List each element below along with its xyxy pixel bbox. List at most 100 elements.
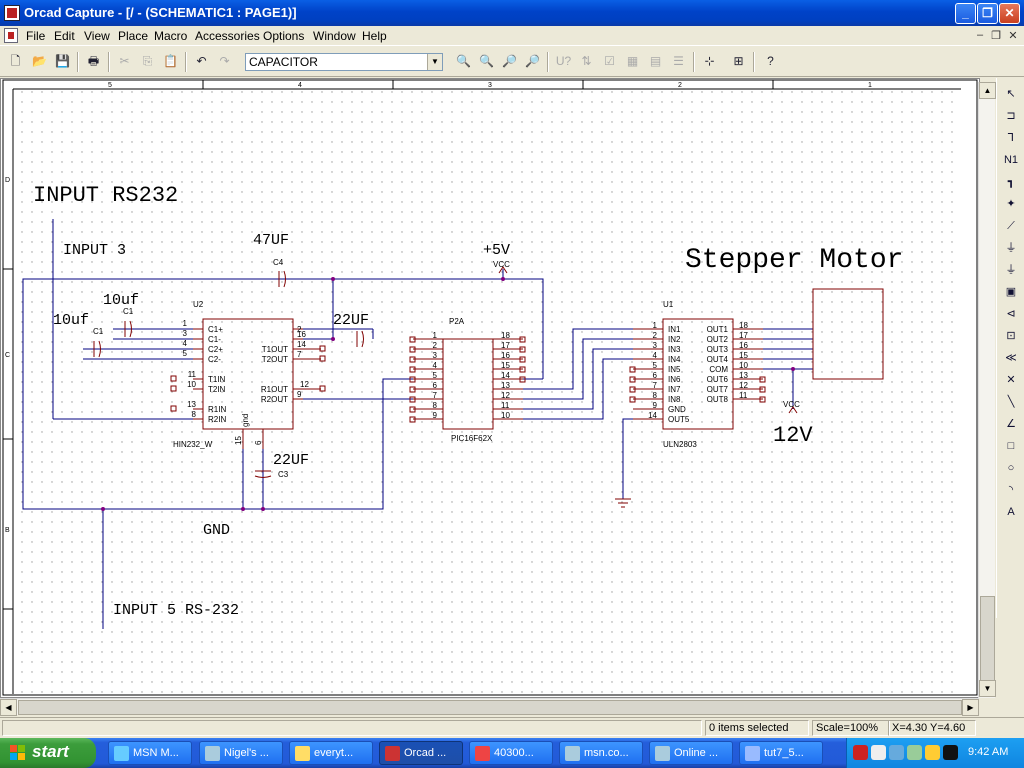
ellipse-icon[interactable]: ○	[1007, 462, 1015, 474]
text-icon[interactable]: A	[1007, 506, 1015, 518]
bom-icon[interactable]: ☰	[673, 54, 684, 68]
p2a-pin-end	[519, 356, 526, 363]
u1-pin-name: OUT7	[707, 385, 729, 394]
arc-icon[interactable]: ◝	[1008, 484, 1014, 496]
zoom-in-icon[interactable]: 🔍	[456, 54, 471, 68]
mdi-minimize-button[interactable]: –	[976, 29, 984, 41]
window-title-bar[interactable]: Orcad Capture - [/ - (SCHEMATIC1 : PAGE1…	[0, 0, 1024, 26]
open-icon[interactable]: 📂	[32, 54, 47, 68]
close-button[interactable]: ✕	[999, 3, 1020, 24]
redo-icon[interactable]: ↷	[219, 54, 230, 68]
task-orcad[interactable]: Orcad ...	[379, 741, 463, 765]
horizontal-scroll-thumb[interactable]	[18, 700, 962, 715]
hierarchical-port-icon[interactable]: ⊲	[1006, 308, 1016, 320]
place-part-icon[interactable]: ⊐	[1006, 110, 1016, 122]
back-annotate-icon[interactable]: ⇅	[581, 54, 592, 68]
u2-pin-num: 6	[254, 440, 263, 445]
task-msn-messenger[interactable]: MSN M...	[108, 741, 192, 765]
place-wire-icon[interactable]: ⅂	[1007, 132, 1015, 144]
chevron-down-icon[interactable]: ▼	[427, 54, 442, 70]
browser-icon	[655, 746, 670, 761]
p2a-pin-num: 4	[433, 361, 438, 370]
menu-place[interactable]: Place	[118, 29, 149, 43]
print-icon[interactable]: 🖶	[87, 54, 100, 68]
new-icon[interactable]: 🗋	[10, 54, 21, 68]
undo-icon[interactable]: ↶	[196, 54, 207, 68]
task-pdf[interactable]: 40300...	[469, 741, 553, 765]
scroll-down-icon[interactable]: ▼	[979, 680, 996, 697]
u1-pin-name: IN4	[668, 355, 681, 364]
polyline-icon[interactable]: ∠	[1006, 418, 1016, 430]
bus-entry-icon[interactable]: ⟋	[1007, 220, 1015, 232]
hierarchical-pin-icon[interactable]: ⊡	[1006, 330, 1016, 342]
menu-file[interactable]: File	[26, 29, 46, 43]
select-arrow-icon[interactable]: ↖	[1006, 88, 1016, 100]
zoom-all-icon[interactable]: 🔎	[525, 54, 540, 68]
task-tut7[interactable]: tut7_5...	[739, 741, 823, 765]
horizontal-scrollbar[interactable]: ◀ ▶	[0, 698, 979, 716]
junction-icon[interactable]: ✦	[1006, 198, 1016, 210]
netlist-icon[interactable]: ▦	[626, 54, 639, 68]
document-icon[interactable]	[4, 28, 18, 43]
menu-macro[interactable]: Macro	[154, 29, 188, 43]
paste-icon[interactable]: 📋	[163, 54, 178, 68]
schematic-canvas[interactable]: 5 4 3 2 1 D C B	[0, 78, 980, 698]
menu-help[interactable]: Help	[362, 29, 387, 43]
menu-window[interactable]: Window	[313, 29, 356, 43]
capacitors	[93, 270, 364, 478]
task-msn-com[interactable]: msn.co...	[559, 741, 643, 765]
save-icon[interactable]: 💾	[55, 54, 70, 68]
acrobat-tray-icon[interactable]	[853, 745, 868, 760]
line-icon[interactable]: ╲	[1007, 396, 1015, 408]
network-tray-icon[interactable]	[871, 745, 886, 760]
scroll-up-icon[interactable]: ▲	[979, 82, 996, 99]
net-alias-icon[interactable]: N1	[1003, 154, 1019, 166]
cut-icon[interactable]: ✂	[119, 54, 130, 68]
task-online[interactable]: Online ...	[649, 741, 733, 765]
menu-view[interactable]: View	[84, 29, 110, 43]
rectangle-icon[interactable]: □	[1007, 440, 1015, 452]
stepper-motor-box[interactable]	[812, 288, 884, 380]
menu-edit[interactable]: Edit	[54, 29, 75, 43]
mdi-close-button[interactable]: ✕	[1008, 30, 1018, 42]
minimize-button[interactable]: _	[955, 3, 976, 24]
border-row-d: D	[5, 177, 10, 184]
power-icon[interactable]: ⏚	[1005, 242, 1017, 254]
restore-button[interactable]: ❐	[977, 3, 998, 24]
part-combo[interactable]: CAPACITOR ▼	[245, 53, 443, 71]
off-page-connector-icon[interactable]: ≪	[1005, 352, 1017, 364]
menu-options[interactable]: Options	[263, 29, 305, 43]
task-nigels[interactable]: Nigel's ...	[199, 741, 283, 765]
menu-accessories[interactable]: Accessories	[195, 29, 260, 43]
help-icon[interactable]: ?	[767, 54, 774, 68]
vertical-scrollbar[interactable]: ▲ ▼	[978, 82, 996, 698]
zoom-out-icon[interactable]: 🔍	[479, 54, 494, 68]
p2a-pin-num: 1	[433, 331, 438, 340]
border-col-2: 2	[678, 82, 682, 89]
mdi-restore-button[interactable]: ❐	[991, 30, 1001, 42]
annotate-icon[interactable]: U?	[555, 54, 572, 68]
hierarchical-block-icon[interactable]: ▣	[1005, 286, 1017, 298]
copy-icon[interactable]: ⎘	[142, 54, 153, 68]
security-tray-icon[interactable]	[907, 745, 922, 760]
u2-hin232[interactable]: 1 3 4 5 11 10 13 8 C1+ C1- C2+ C2- T1IN …	[170, 300, 326, 449]
project-manager-icon[interactable]: ⊞	[733, 54, 744, 68]
no-connect-icon[interactable]: ✕	[1006, 374, 1016, 386]
snap-grid-icon[interactable]: ⊹	[704, 54, 715, 68]
cross-ref-icon[interactable]: ▤	[649, 54, 662, 68]
orcad-app-icon[interactable]	[4, 5, 20, 21]
zoom-area-icon[interactable]: 🔎	[502, 54, 517, 68]
ground-icon[interactable]: ⏚	[1005, 264, 1017, 276]
messenger-tray-icon[interactable]	[889, 745, 904, 760]
scroll-right-icon[interactable]: ▶	[962, 699, 979, 716]
m-tray-icon[interactable]	[943, 745, 958, 760]
update-tray-icon[interactable]	[925, 745, 940, 760]
place-bus-icon[interactable]: ┓	[1007, 176, 1015, 188]
drc-icon[interactable]: ☑	[604, 54, 615, 68]
scroll-left-icon[interactable]: ◀	[0, 699, 17, 716]
start-button[interactable]: start	[0, 738, 96, 768]
task-everything[interactable]: everyt...	[289, 741, 373, 765]
u1-pin-num: 16	[739, 341, 748, 350]
